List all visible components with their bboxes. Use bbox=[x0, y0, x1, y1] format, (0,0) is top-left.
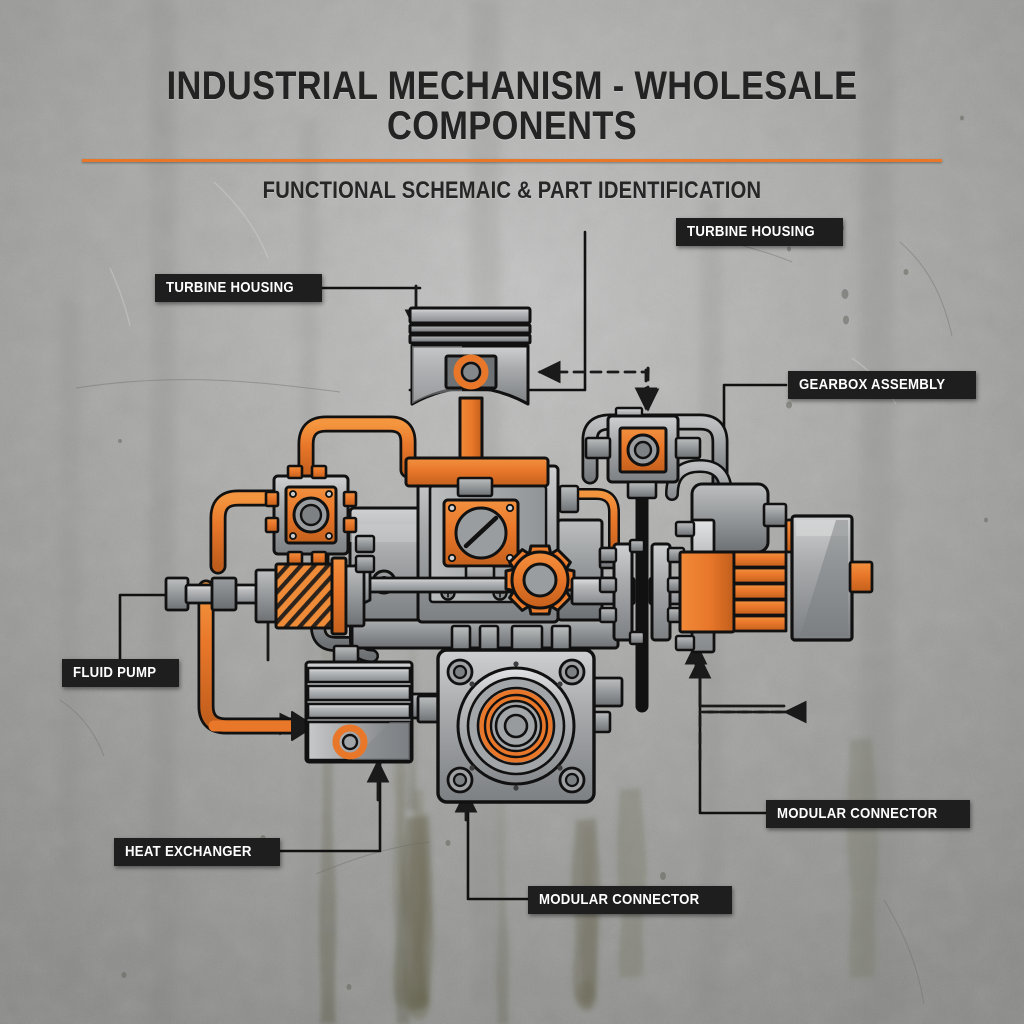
callout-gearbox-assembly[interactable]: GEARBOX ASSEMBLY bbox=[788, 371, 977, 399]
callout-fluid-pump[interactable]: FLUID PUMP bbox=[62, 659, 179, 687]
callout-label: TURBINE HOUSING bbox=[687, 223, 815, 240]
callout-label: MODULAR CONNECTOR bbox=[777, 805, 938, 822]
page-title: INDUSTRIAL MECHANISM - WHOLESALE COMPONE… bbox=[166, 64, 858, 148]
callout-label: FLUID PUMP bbox=[73, 664, 157, 681]
callout-label: GEARBOX ASSEMBLY bbox=[799, 376, 946, 393]
title-divider bbox=[82, 159, 942, 162]
callout-turbine-housing-right[interactable]: TURBINE HOUSING bbox=[676, 218, 844, 246]
callout-label: MODULAR CONNECTOR bbox=[539, 891, 700, 908]
callout-label: HEAT EXCHANGER bbox=[125, 843, 252, 860]
callout-modular-connector-bottom[interactable]: MODULAR CONNECTOR bbox=[528, 886, 733, 914]
callout-modular-connector-right[interactable]: MODULAR CONNECTOR bbox=[766, 800, 971, 828]
callout-turbine-housing-left[interactable]: TURBINE HOUSING bbox=[155, 274, 323, 302]
callout-label: TURBINE HOUSING bbox=[166, 279, 294, 296]
page-subtitle: FUNCTIONAL SCHEMAIC & PART IDENTIFICATIO… bbox=[262, 177, 762, 204]
callout-heat-exchanger[interactable]: HEAT EXCHANGER bbox=[114, 838, 280, 866]
poster-header: INDUSTRIAL MECHANISM - WHOLESALE COMPONE… bbox=[0, 0, 1024, 205]
